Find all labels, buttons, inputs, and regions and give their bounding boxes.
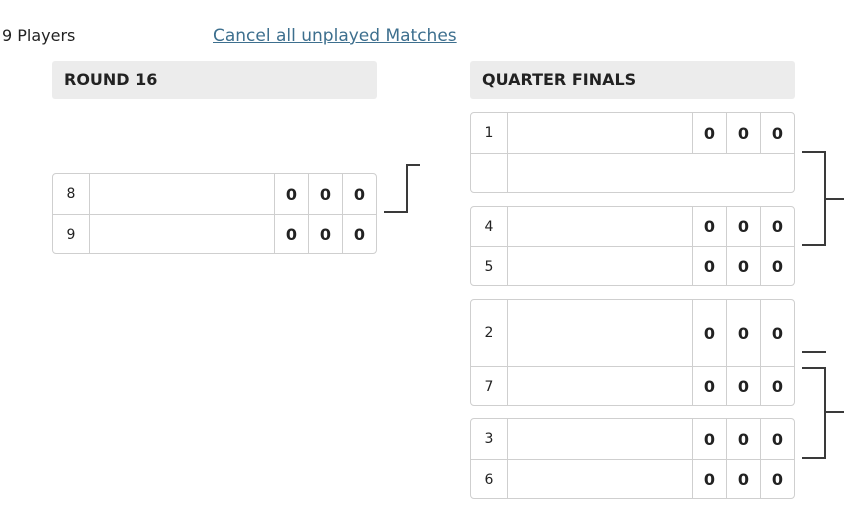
set-score[interactable]: 0 xyxy=(760,207,794,246)
match-qf-1[interactable]: 1 0 0 0 xyxy=(470,112,795,193)
cancel-unplayed-matches-link[interactable]: Cancel all unplayed Matches xyxy=(213,26,457,46)
set-score[interactable]: 0 xyxy=(726,207,760,246)
bracket-connector xyxy=(802,457,826,459)
set-score[interactable]: 0 xyxy=(342,215,376,253)
bracket-connector xyxy=(406,164,408,213)
set-score[interactable]: 0 xyxy=(726,113,760,153)
set-score[interactable]: 0 xyxy=(692,113,726,153)
player-name[interactable] xyxy=(508,460,692,498)
player-name[interactable] xyxy=(90,174,274,214)
seed-number: 3 xyxy=(471,419,508,459)
seed-number: 1 xyxy=(471,113,508,153)
set-score[interactable]: 0 xyxy=(726,367,760,405)
match-r16-1[interactable]: 8 0 0 0 9 0 0 0 xyxy=(52,173,377,254)
round-16-header: ROUND 16 xyxy=(52,61,377,99)
bracket-connector xyxy=(802,244,826,246)
player-name[interactable] xyxy=(90,215,274,253)
set-score[interactable]: 0 xyxy=(342,174,376,214)
bracket-connector xyxy=(824,198,844,200)
set-score[interactable]: 0 xyxy=(726,247,760,285)
match-player-row[interactable]: 4 0 0 0 xyxy=(471,207,794,246)
player-name[interactable] xyxy=(508,113,692,153)
match-player-row[interactable]: 2 0 0 0 xyxy=(471,300,794,366)
set-score[interactable]: 0 xyxy=(308,174,342,214)
bracket-connector xyxy=(824,411,844,413)
set-score[interactable]: 0 xyxy=(692,367,726,405)
bracket-connector xyxy=(406,164,420,166)
bracket-connector xyxy=(802,351,826,353)
match-player-row[interactable]: 7 0 0 0 xyxy=(471,366,794,405)
player-name[interactable] xyxy=(508,154,794,192)
seed-number: 7 xyxy=(471,367,508,405)
seed-number: 9 xyxy=(53,215,90,253)
players-count: 9 Players xyxy=(2,26,76,45)
match-player-row[interactable]: 8 0 0 0 xyxy=(53,174,376,214)
match-player-row[interactable]: 9 0 0 0 xyxy=(53,214,376,253)
match-qf-2[interactable]: 4 0 0 0 5 0 0 0 xyxy=(470,206,795,286)
seed-number: 2 xyxy=(471,300,508,366)
set-score[interactable]: 0 xyxy=(760,247,794,285)
bracket-connector xyxy=(384,211,408,213)
set-score[interactable]: 0 xyxy=(760,113,794,153)
set-score[interactable]: 0 xyxy=(692,247,726,285)
set-score[interactable]: 0 xyxy=(274,174,308,214)
seed-number: 4 xyxy=(471,207,508,246)
seed-number: 8 xyxy=(53,174,90,214)
set-score[interactable]: 0 xyxy=(692,460,726,498)
player-name[interactable] xyxy=(508,247,692,285)
match-player-row[interactable]: 5 0 0 0 xyxy=(471,246,794,285)
set-score[interactable]: 0 xyxy=(726,460,760,498)
match-player-row[interactable]: 3 0 0 0 xyxy=(471,419,794,459)
set-score[interactable]: 0 xyxy=(726,300,760,366)
quarter-finals-header: QUARTER FINALS xyxy=(470,61,795,99)
set-score[interactable]: 0 xyxy=(760,419,794,459)
match-player-row-pending[interactable] xyxy=(471,153,794,192)
set-score[interactable]: 0 xyxy=(760,367,794,405)
set-score[interactable]: 0 xyxy=(692,300,726,366)
set-score[interactable]: 0 xyxy=(760,300,794,366)
set-score[interactable]: 0 xyxy=(692,419,726,459)
player-name[interactable] xyxy=(508,367,692,405)
set-score[interactable]: 0 xyxy=(274,215,308,253)
bracket-connector xyxy=(824,367,826,459)
set-score[interactable]: 0 xyxy=(726,419,760,459)
match-qf-4[interactable]: 3 0 0 0 6 0 0 0 xyxy=(470,418,795,499)
set-score[interactable]: 0 xyxy=(308,215,342,253)
player-name[interactable] xyxy=(508,300,692,366)
set-score[interactable]: 0 xyxy=(760,460,794,498)
set-score[interactable]: 0 xyxy=(692,207,726,246)
match-player-row[interactable]: 1 0 0 0 xyxy=(471,113,794,153)
bracket-connector xyxy=(802,367,826,369)
player-name[interactable] xyxy=(508,207,692,246)
bracket-connector xyxy=(802,151,826,153)
seed-number: 5 xyxy=(471,247,508,285)
match-player-row[interactable]: 6 0 0 0 xyxy=(471,459,794,498)
player-name[interactable] xyxy=(508,419,692,459)
seed-number xyxy=(471,154,508,192)
seed-number: 6 xyxy=(471,460,508,498)
match-qf-3[interactable]: 2 0 0 0 7 0 0 0 xyxy=(470,299,795,406)
